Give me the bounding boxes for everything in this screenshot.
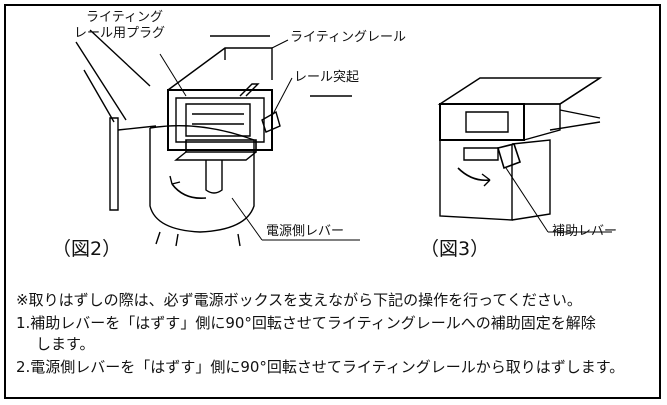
label-rail: ライティングレール <box>290 30 406 45</box>
step-2: 2.電源側レバーを「はずす」側に90°回転させてライティングレールから取りはずし… <box>16 358 625 376</box>
figure-2-drawing <box>75 29 360 247</box>
label-power-lever: 電源側レバー <box>266 224 345 239</box>
figure-frame <box>4 4 661 399</box>
label-rail-protrusion: レール突起 <box>294 70 360 85</box>
caption-figure-3: （図3） <box>420 238 490 260</box>
caption-figure-2: （図2） <box>52 238 122 260</box>
figure-3-drawing <box>437 77 612 233</box>
label-auxiliary-lever: 補助レバー <box>552 224 618 239</box>
step-1-line-2: します。 <box>36 335 95 353</box>
label-plug-line2: レール用プラグ <box>74 26 166 41</box>
label-plug-line1: ライティング <box>86 10 163 25</box>
step-1-line-1: 1.補助レバーを「はずす」側に90°回転させてライティングレールへの補助固定を解… <box>16 314 596 332</box>
removal-note: ※取りはずしの際は、必ず電源ボックスを支えながら下記の操作を行ってください。 <box>16 291 582 309</box>
